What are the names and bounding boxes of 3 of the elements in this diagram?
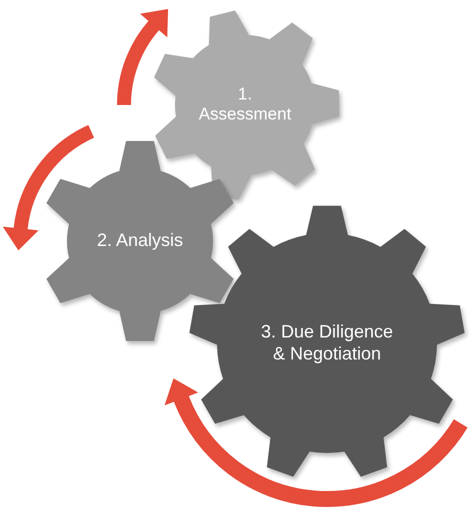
step-label: 2. Analysis bbox=[96, 230, 184, 252]
step-label: 1. Assessment bbox=[198, 84, 292, 126]
step-label: 3. Due Diligence & Negotiation bbox=[260, 321, 394, 365]
